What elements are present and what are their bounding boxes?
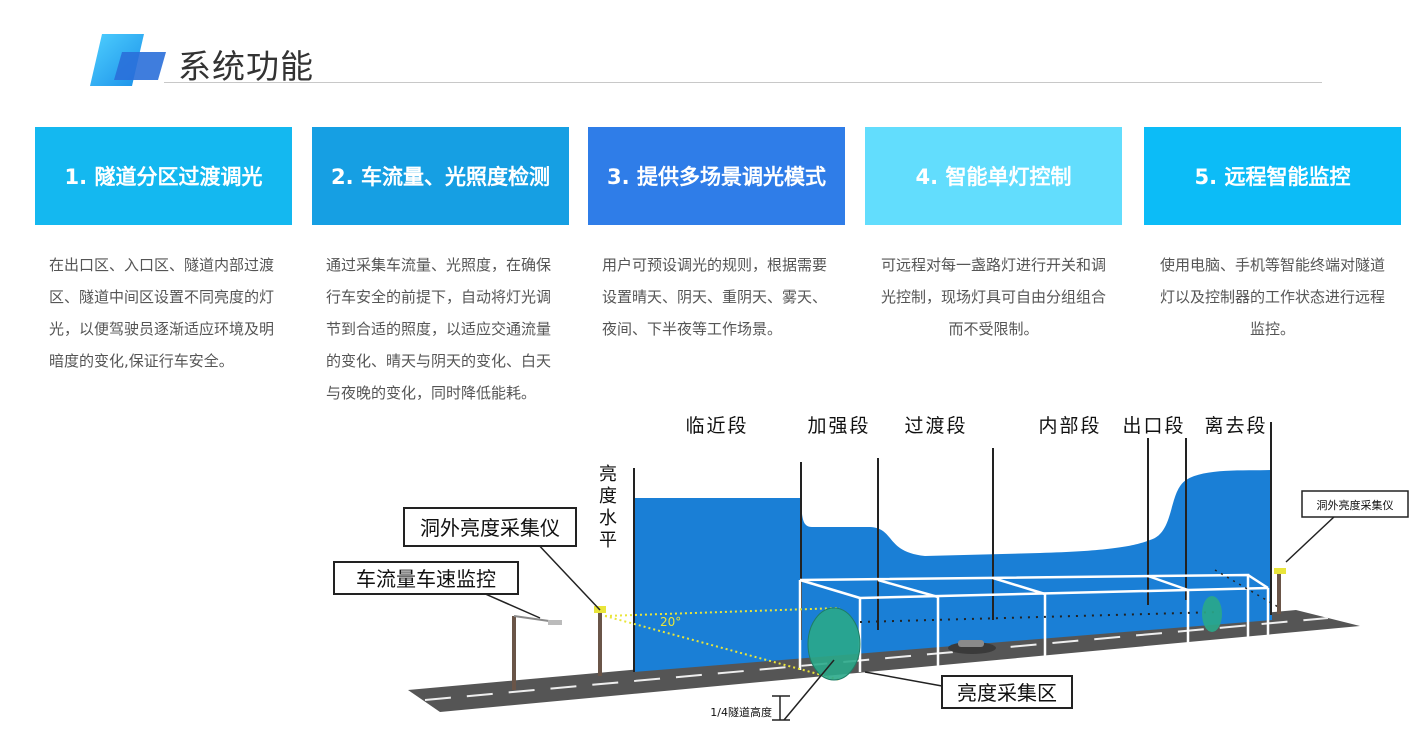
traffic-monitor-label-box xyxy=(333,561,519,595)
section-label-interior: 内部段 xyxy=(1038,415,1101,437)
feature-card-3: 3. 提供多场景调光模式 用户可预设调光的规则，根据需要设置晴天、阴天、重阴天、… xyxy=(588,127,845,345)
header-divider xyxy=(164,82,1322,83)
brightness-axis-char-3: 水 xyxy=(599,508,617,529)
exit-zone-ellipse xyxy=(1202,596,1222,632)
quarter-height-label: 1/4隧道高度 xyxy=(710,705,772,719)
feature-desc-2: 通过采集车流量、光照度，在确保行车安全的前提下，自动将灯光调节到合适的照度，以适… xyxy=(326,256,552,402)
section-header: 系统功能 xyxy=(88,30,1322,86)
street-light-icon xyxy=(512,615,562,690)
section-logo-icon xyxy=(90,34,166,86)
page-title: 系统功能 xyxy=(178,47,314,86)
brightness-curve xyxy=(634,470,1272,672)
car-icon xyxy=(948,640,996,654)
section-label-enhancement: 加强段 xyxy=(807,415,870,437)
section-label-transition: 过渡段 xyxy=(904,415,967,437)
section-label-departure: 离去段 xyxy=(1204,415,1267,437)
section-label-exit: 出口段 xyxy=(1122,415,1185,437)
feature-card-5: 5. 远程智能监控 使用电脑、手机等智能终端对隧道灯以及控制器的工作状态进行远程… xyxy=(1144,127,1401,345)
outside-sensor-label-box-right xyxy=(1301,490,1409,518)
feature-card-1: 1. 隧道分区过渡调光 在出口区、入口区、隧道内部过渡区、隧道中间区设置不同亮度… xyxy=(35,127,292,377)
section-label-approach: 临近段 xyxy=(685,415,748,437)
feature-desc-4: 可远程对每一盏路灯进行开关和调光控制，现场灯具可自由分组组合而不受限制。 xyxy=(880,256,1106,338)
traffic-monitor-label: 车流量车速监控 xyxy=(356,567,496,591)
feature-title-2: 2. 车流量、光照度检测 xyxy=(312,127,569,225)
feature-title-1: 1. 隧道分区过渡调光 xyxy=(35,127,292,225)
feature-title-5: 5. 远程智能监控 xyxy=(1144,127,1401,225)
feature-desc-1: 在出口区、入口区、隧道内部过渡区、隧道中间区设置不同亮度的灯光，以便驾驶员逐渐适… xyxy=(49,256,275,370)
section-dividers xyxy=(633,422,1272,672)
feature-title-4: 4. 智能单灯控制 xyxy=(865,127,1122,225)
brightness-axis-char-4: 平 xyxy=(599,530,617,551)
brightness-axis-char-1: 亮 xyxy=(599,464,617,485)
feature-card-2: 2. 车流量、光照度检测 通过采集车流量、光照度，在确保行车安全的前提下，自动将… xyxy=(312,127,569,409)
brightness-sensor-pole-left xyxy=(594,606,606,676)
road xyxy=(408,610,1360,712)
feature-card-4: 4. 智能单灯控制 可远程对每一盏路灯进行开关和调光控制，现场灯具可自由分组组合… xyxy=(865,127,1122,345)
outside-sensor-label-box-left xyxy=(403,507,577,547)
angle-label: 20° xyxy=(660,615,681,629)
outside-sensor-label-right: 洞外亮度采集仪 xyxy=(1317,498,1394,512)
sight-lines xyxy=(604,569,1281,681)
collection-zone-label: 亮度采集区 xyxy=(957,681,1057,705)
tunnel-wireframe xyxy=(798,573,1270,672)
collection-zone-label-box xyxy=(941,675,1073,709)
brightness-sensor-pole-right xyxy=(1274,568,1286,614)
collection-zone-ellipse xyxy=(807,607,861,681)
feature-desc-5: 使用电脑、手机等智能终端对隧道灯以及控制器的工作状态进行远程监控。 xyxy=(1159,256,1385,338)
feature-desc-3: 用户可预设调光的规则，根据需要设置晴天、阴天、重阴天、雾天、夜间、下半夜等工作场… xyxy=(602,256,828,338)
leader-lines xyxy=(473,515,1336,721)
brightness-axis-char-2: 度 xyxy=(599,486,617,507)
feature-title-3: 3. 提供多场景调光模式 xyxy=(588,127,845,225)
outside-sensor-label-left: 洞外亮度采集仪 xyxy=(420,516,560,540)
